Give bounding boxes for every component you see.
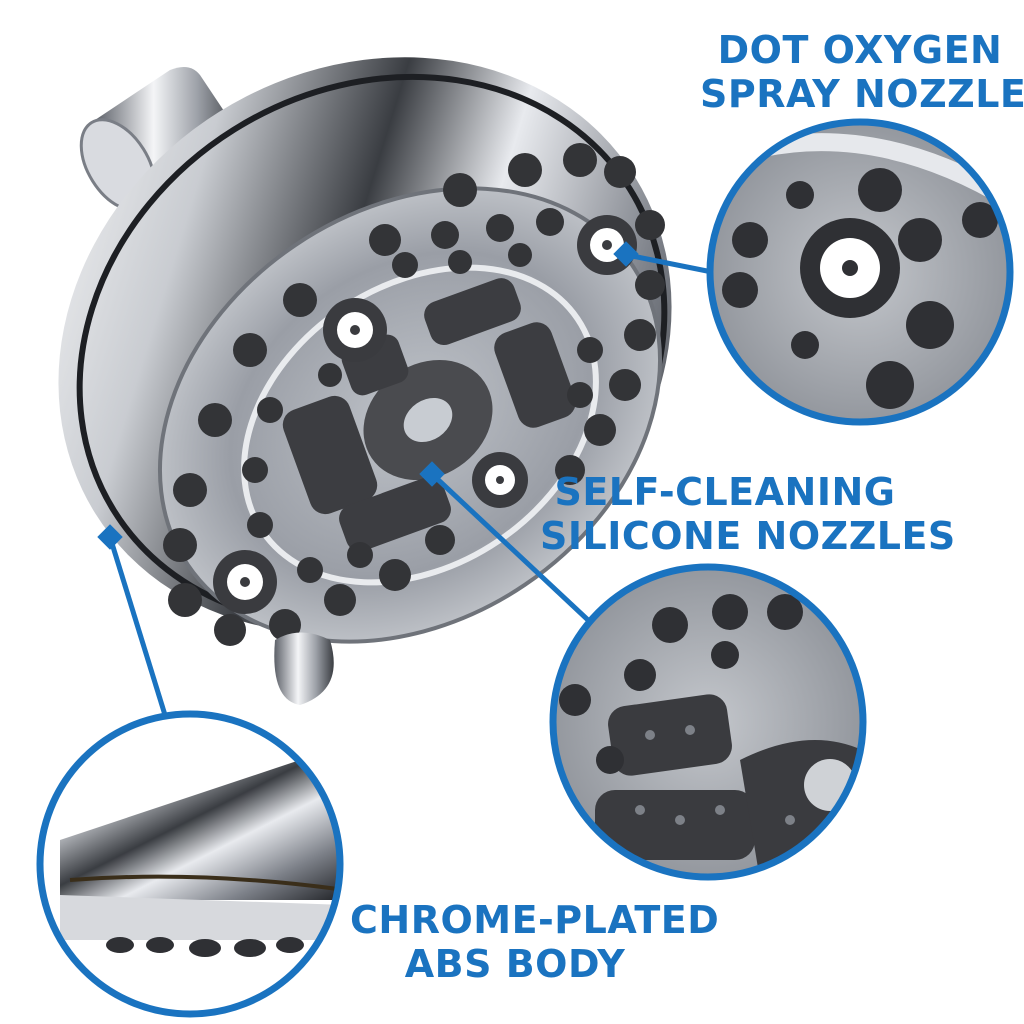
zoom-silicone-nozzles bbox=[549, 563, 867, 881]
silicone-pads bbox=[282, 278, 576, 552]
callout-lines bbox=[107, 252, 713, 716]
zoom-chrome-body bbox=[36, 710, 344, 1018]
dot-oxygen-label-line2: SPRAY NOZZLES bbox=[700, 72, 1024, 116]
chrome-body-label: CHROME-PLATED ABS BODY bbox=[350, 898, 720, 986]
self-cleaning-label-line1: SELF-CLEANING bbox=[554, 470, 896, 514]
rubber-nozzles bbox=[163, 143, 665, 646]
chrome-body-label-line2: ABS BODY bbox=[404, 942, 626, 986]
dot-oxygen-label-line1: DOT OXYGEN bbox=[717, 28, 1003, 72]
dot-oxygen-label: DOT OXYGEN SPRAY NOZZLES bbox=[700, 28, 1024, 116]
zoom-oxygen-nozzle bbox=[706, 118, 1014, 426]
callout-markers bbox=[97, 241, 639, 550]
shower-head bbox=[58, 57, 672, 705]
self-cleaning-label-line2: SILICONE NOZZLES bbox=[540, 514, 956, 558]
self-cleaning-label: SELF-CLEANING SILICONE NOZZLES bbox=[540, 470, 956, 558]
spray-selector-tab bbox=[274, 632, 334, 705]
chrome-body-label-line1: CHROME-PLATED bbox=[350, 898, 720, 942]
